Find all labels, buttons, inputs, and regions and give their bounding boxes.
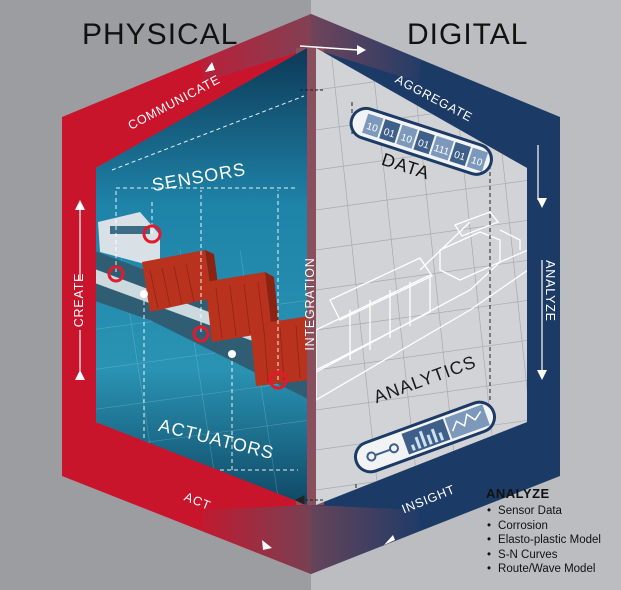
legend-item-elasto-plastic: Elasto-plastic Model bbox=[486, 533, 601, 548]
legend-item-sensor-data: Sensor Data bbox=[486, 504, 601, 519]
legend-list: Sensor Data Corrosion Elasto-plastic Mod… bbox=[486, 504, 601, 577]
legend-item-sn-curves: S-N Curves bbox=[486, 548, 601, 563]
label-integration: INTEGRATION bbox=[303, 257, 317, 350]
analyze-legend: ANALYZE Sensor Data Corrosion Elasto-pla… bbox=[486, 486, 601, 577]
label-create: CREATE bbox=[72, 273, 86, 328]
label-analyze: ANALYZE bbox=[543, 260, 557, 322]
legend-item-corrosion: Corrosion bbox=[486, 519, 601, 534]
physical-title: PHYSICAL bbox=[82, 18, 238, 52]
legend-item-route-wave: Route/Wave Model bbox=[486, 562, 601, 577]
digital-title: DIGITAL bbox=[407, 18, 528, 52]
legend-heading: ANALYZE bbox=[486, 486, 601, 501]
